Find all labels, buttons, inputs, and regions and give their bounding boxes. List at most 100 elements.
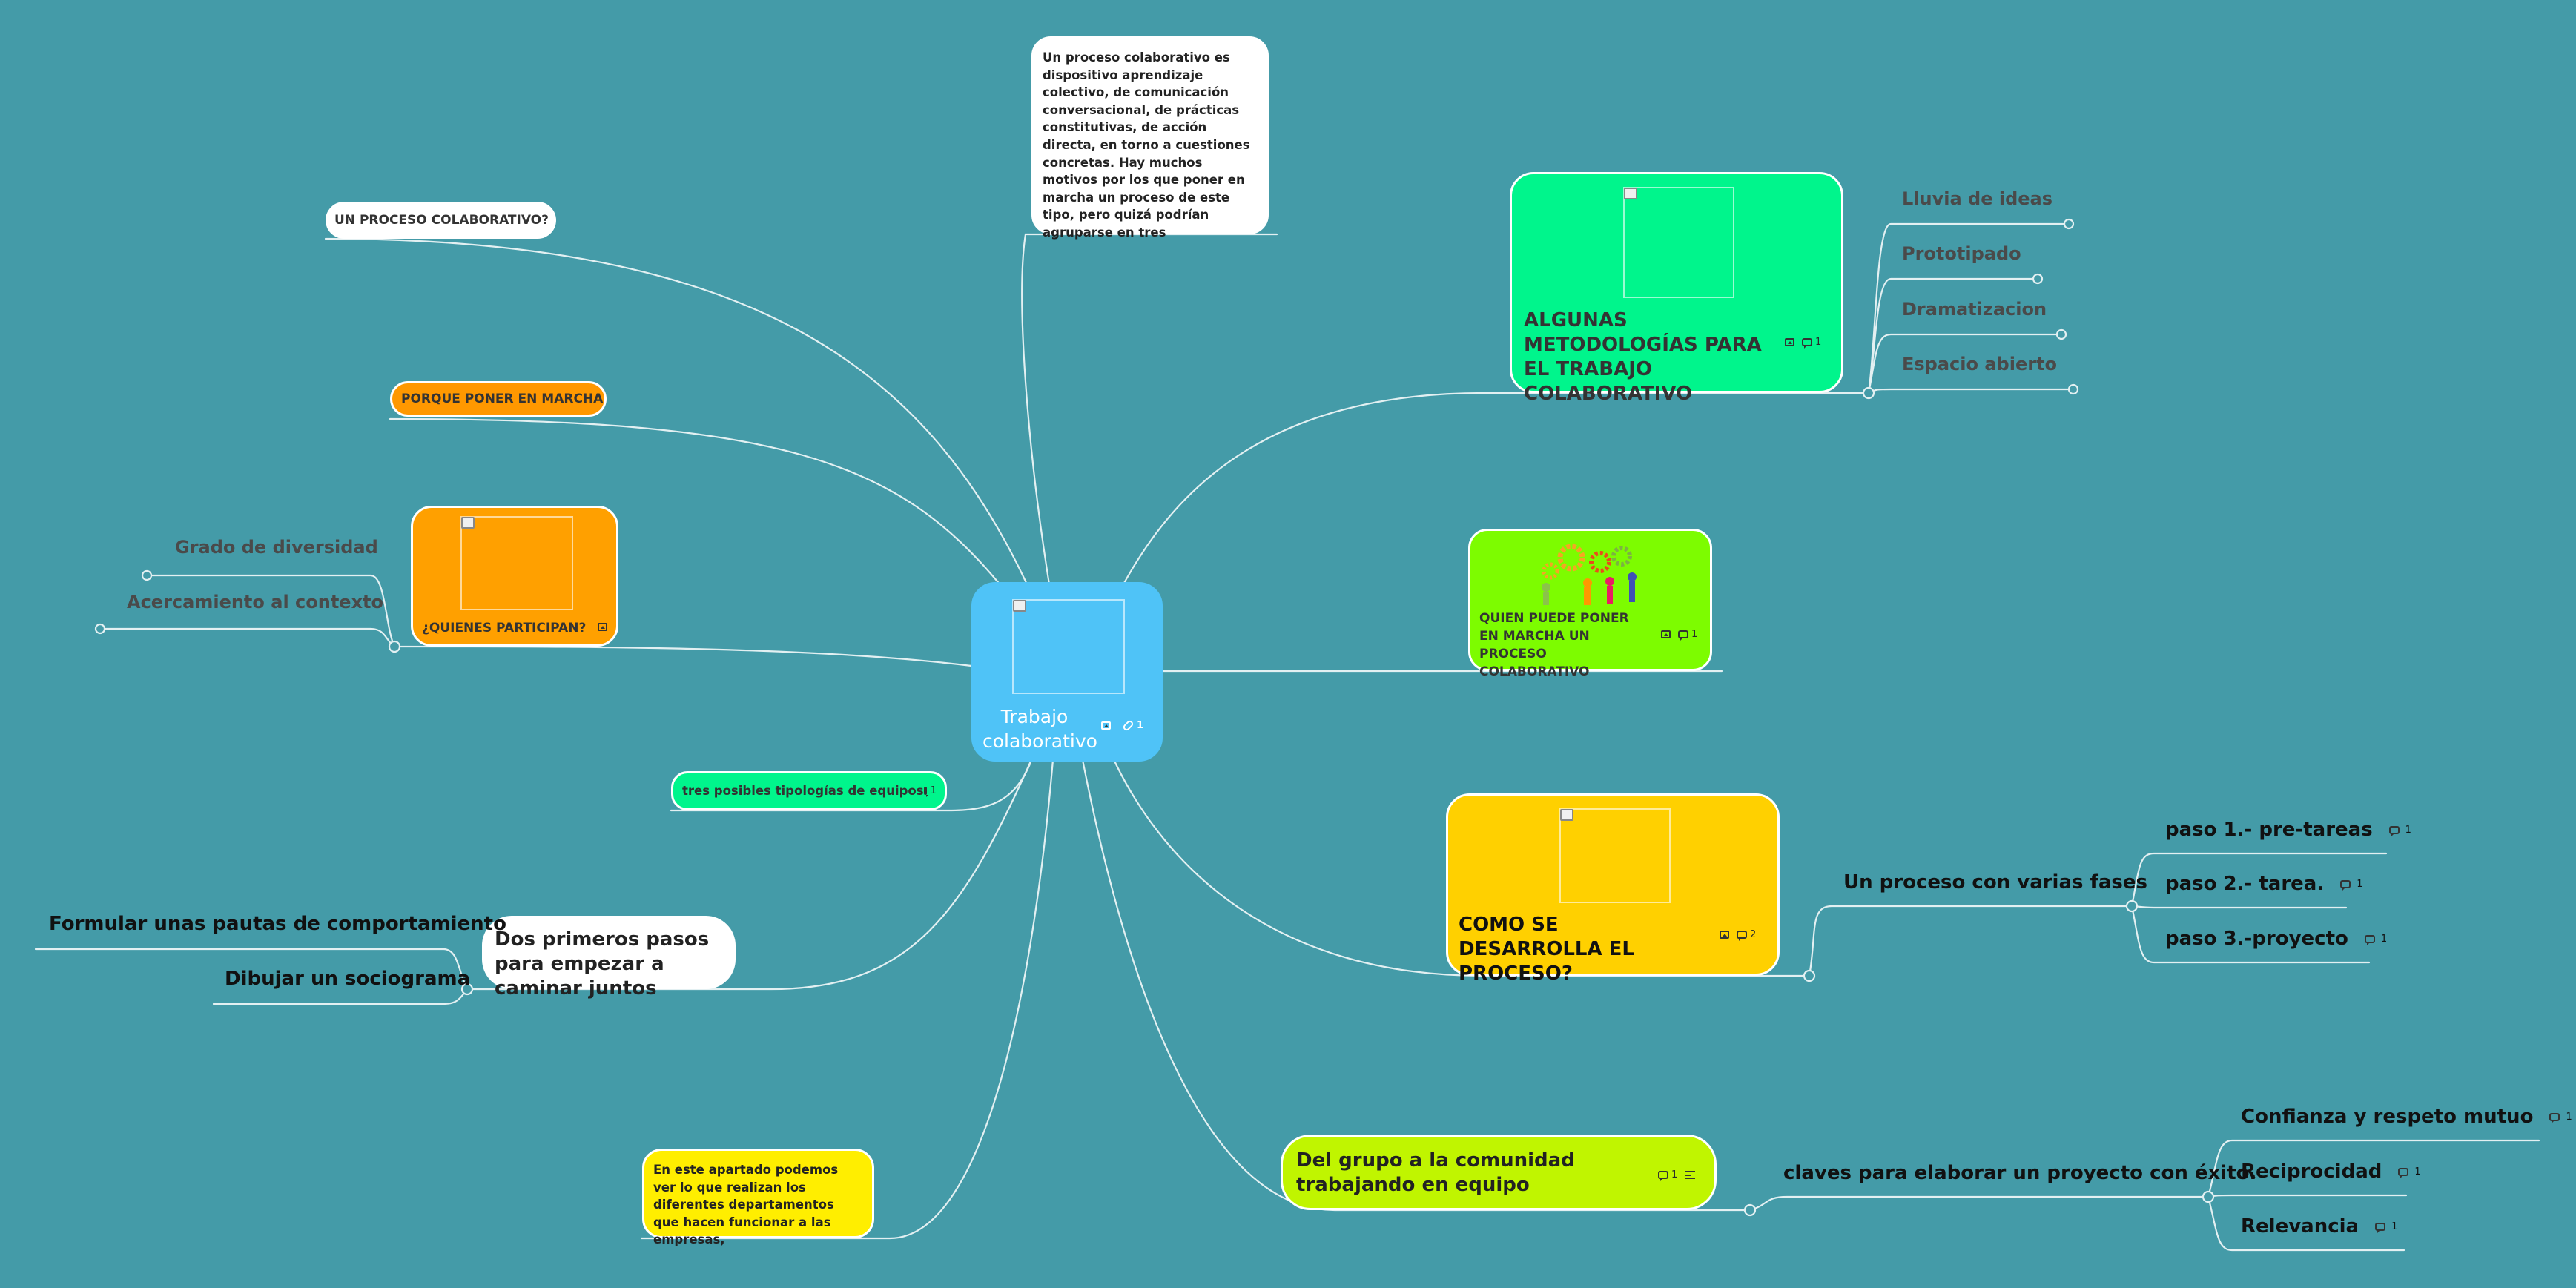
- topic-apartado[interactable]: En este apartado podemos ver lo que real…: [642, 1149, 874, 1246]
- collapse-handle-claves[interactable]: [2202, 1190, 2215, 1203]
- comment-icon[interactable]: [2364, 934, 2375, 945]
- comment-icon[interactable]: [923, 787, 928, 797]
- link-prototipado: [1867, 277, 2039, 394]
- topic-dos-pasos[interactable]: Dos primeros pasos para empezar a camina…: [482, 916, 736, 1000]
- subtopic-claves[interactable]: claves para elaborar un proyecto con éxi…: [1783, 1162, 2257, 1184]
- topic-quien-puede-label: QUIEN PUEDE PONER EN MARCHA UN PROCESO C…: [1479, 611, 1629, 679]
- comment-icon[interactable]: [2340, 879, 2351, 891]
- comment-icon[interactable]: [2398, 1167, 2409, 1178]
- subtopic-lluvia[interactable]: Lluvia de ideas: [1902, 188, 2053, 209]
- metodologias-image-placeholder: [1623, 187, 1734, 298]
- gears-people-illustration: [1542, 544, 1637, 605]
- topic-quien-puede[interactable]: QUIEN PUEDE PONER EN MARCHA UN PROCESO C…: [1468, 529, 1712, 679]
- topic-porque-label: PORQUE PONER EN MARCHA: [401, 392, 604, 406]
- step-paso-1[interactable]: paso 1.- pre-tareas 1: [2165, 819, 2411, 841]
- link-porque: [389, 417, 1003, 587]
- link-espacio: [1867, 388, 2075, 394]
- central-image-placeholder: [1012, 599, 1125, 694]
- link-fases: [1808, 905, 2133, 977]
- comment-icon[interactable]: [2549, 1112, 2560, 1123]
- key-reciprocidad[interactable]: Reciprocidad 1: [2241, 1160, 2421, 1183]
- central-topic[interactable]: Trabajo colaborativo 1: [971, 582, 1163, 762]
- comment-icon[interactable]: [1658, 1171, 1668, 1181]
- link-dramatizacion: [1867, 333, 2063, 394]
- comment-icon[interactable]: [2388, 825, 2400, 836]
- subtopic-acercamiento[interactable]: Acercamiento al contexto: [127, 592, 384, 612]
- subtopic-sociograma[interactable]: Dibujar un sociograma: [225, 968, 471, 990]
- collapse-handle-grupo[interactable]: [1743, 1203, 1757, 1217]
- step-paso-3[interactable]: paso 3.-proyecto 1: [2165, 928, 2388, 950]
- link-paso3: [2130, 905, 2371, 964]
- topic-un-proceso[interactable]: UN PROCESO COLABORATIVO?: [326, 202, 556, 239]
- link-paso1: [2130, 852, 2388, 908]
- endpoint-prototipado[interactable]: [2032, 273, 2044, 285]
- quienes-image-placeholder: [460, 516, 573, 610]
- link-claves: [1748, 1195, 2210, 1212]
- image-icon: [1101, 721, 1111, 730]
- subtopic-espacio[interactable]: Espacio abierto: [1902, 354, 2058, 374]
- collapse-handle-dos-pasos[interactable]: [460, 982, 474, 996]
- step-paso-2[interactable]: paso 2.- tarea. 1: [2165, 873, 2363, 895]
- topic-tipologias[interactable]: tres posibles tipologías de equipos 1: [671, 771, 947, 810]
- comment-icon[interactable]: [2375, 1222, 2386, 1233]
- como-image-placeholder: [1559, 808, 1671, 903]
- image-icon: [598, 623, 607, 631]
- topic-tipologias-label: tres posibles tipologías de equipos: [682, 784, 924, 798]
- image-icon: [1720, 931, 1729, 939]
- link-icon[interactable]: [1122, 719, 1135, 732]
- link-dos-pasos: [466, 755, 1034, 991]
- endpoint-diversidad[interactable]: [141, 569, 153, 581]
- link-como: [1111, 755, 1811, 977]
- link-acercamiento: [99, 627, 396, 648]
- central-badges: 1: [1101, 719, 1143, 732]
- como-badges: 2: [1720, 929, 1756, 941]
- link-apartado: [640, 759, 1054, 1240]
- subtopic-dramatizacion[interactable]: Dramatizacion: [1902, 299, 2047, 320]
- note-proceso-colaborativo[interactable]: Un proceso colaborativo es dispositivo a…: [1031, 36, 1269, 240]
- notes-icon[interactable]: [1685, 1171, 1696, 1179]
- comment-icon[interactable]: [1678, 630, 1688, 641]
- quien-puede-badges: 1: [1661, 629, 1697, 641]
- topic-metodologias[interactable]: ALGUNAS METODOLOGÍAS PARA EL TRABAJO COL…: [1510, 172, 1843, 405]
- collapse-handle-quienes[interactable]: [388, 640, 401, 653]
- link-paso2: [2130, 905, 2348, 909]
- link-diversidad: [145, 574, 396, 648]
- endpoint-espacio[interactable]: [2067, 383, 2079, 395]
- topic-apartado-label: En este apartado podemos ver lo que real…: [653, 1163, 839, 1246]
- image-icon: [1661, 630, 1671, 638]
- link-sociograma: [212, 988, 469, 1005]
- grupo-badges: 1: [1658, 1169, 1696, 1181]
- subtopic-prototipado[interactable]: Prototipado: [1902, 243, 2021, 264]
- metodologias-badges: 1: [1785, 337, 1821, 349]
- subtopic-fases[interactable]: Un proceso con varias fases: [1843, 871, 2147, 894]
- topic-como[interactable]: COMO SE DESARROLLA EL PROCESO? 2: [1446, 793, 1780, 985]
- subtopic-diversidad[interactable]: Grado de diversidad: [175, 537, 378, 558]
- topic-grupo[interactable]: Del grupo a la comunidad trabajando en e…: [1281, 1135, 1717, 1210]
- image-icon: [1785, 338, 1794, 346]
- topic-quienes[interactable]: ¿QUIENES PARTICIPAN?: [411, 506, 618, 647]
- topic-quienes-label: ¿QUIENES PARTICIPAN?: [422, 621, 587, 635]
- endpoint-acercamiento[interactable]: [94, 623, 106, 635]
- link-metodologias: [1122, 392, 1870, 586]
- collapse-handle-metodologias[interactable]: [1862, 386, 1875, 400]
- link-un-proceso: [324, 237, 1028, 586]
- topic-dos-pasos-label: Dos primeros pasos para empezar a camina…: [495, 928, 710, 1000]
- topic-grupo-label: Del grupo a la comunidad trabajando en e…: [1296, 1149, 1575, 1196]
- comment-icon[interactable]: [1737, 931, 1747, 941]
- endpoint-dramatizacion[interactable]: [2055, 328, 2067, 340]
- subtopic-pautas[interactable]: Formular unas pautas de comportamiento: [49, 913, 506, 935]
- topic-como-label: COMO SE DESARROLLA EL PROCESO?: [1459, 914, 1634, 985]
- key-confianza[interactable]: Confianza y respeto mutuo 1: [2241, 1106, 2572, 1128]
- link-pautas: [34, 948, 469, 991]
- collapse-handle-fases[interactable]: [2125, 899, 2139, 913]
- note-text: Un proceso colaborativo es dispositivo a…: [1043, 50, 1250, 240]
- topic-un-proceso-label: UN PROCESO COLABORATIVO?: [334, 213, 549, 228]
- link-top-note: [1021, 233, 1278, 586]
- comment-icon[interactable]: [1802, 338, 1812, 349]
- endpoint-lluvia[interactable]: [2063, 218, 2075, 230]
- central-title: Trabajo colaborativo: [982, 706, 1097, 752]
- key-relevancia[interactable]: Relevancia 1: [2241, 1215, 2398, 1238]
- topic-porque[interactable]: PORQUE PONER EN MARCHA: [390, 381, 607, 417]
- collapse-handle-como[interactable]: [1803, 969, 1816, 982]
